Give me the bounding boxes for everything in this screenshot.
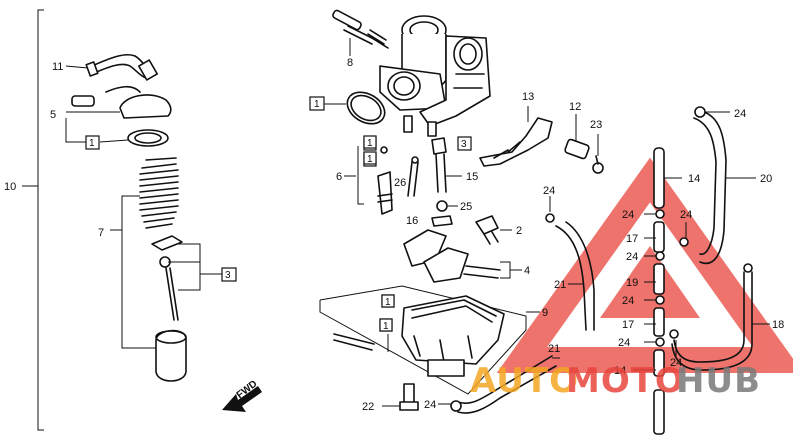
callout-box-1b: 1 [309,96,325,111]
callout-labels: 10 11 5 7 1 3 8 1 13 12 23 24 20 1 1 6 2… [4,57,784,413]
callout-box-1e: 1 [379,318,393,332]
part-24-clip-left [545,196,555,223]
callout-24d: 24 [680,209,692,221]
part-18-hose [671,263,770,371]
svg-text:1: 1 [314,99,320,110]
svg-text:1: 1 [89,138,95,149]
callout-21b: 21 [548,343,560,355]
part-12-idle-screw [564,114,590,160]
callout-24f: 24 [622,295,634,307]
callout-17b: 17 [622,319,634,331]
svg-text:HUB: HUB [676,361,761,401]
svg-text:1: 1 [367,138,373,149]
part-9-float-bowl-outline [319,285,540,395]
callout-box-3a: 3 [221,267,237,282]
callout-4: 4 [524,265,530,277]
part-25-main-jet [436,200,458,212]
callout-17a: 17 [626,233,638,245]
callout-box-3b: 3 [457,136,472,151]
callout-15: 15 [466,171,478,183]
part-20-long-hose [693,111,756,265]
svg-text:1: 1 [367,154,373,165]
callout-box-1c2: 1 [363,151,377,165]
part-8-throttle-stop-screw [332,9,389,56]
callout-6: 6 [336,171,342,183]
callout-16: 16 [406,215,418,227]
part-13-bracket [479,106,553,167]
part-2-float-valve [475,215,512,245]
callout-14b: 14 [614,365,626,377]
part-15-needle-jet [431,137,462,193]
callout-25: 25 [460,201,472,213]
callout-26: 26 [394,177,406,189]
part-7-throttle-spring [139,157,179,229]
part-17-tube-joints [634,209,665,435]
svg-text:1: 1 [385,297,391,308]
part-7-slide [110,195,187,382]
callout-19: 19 [626,277,638,289]
watermark-logo [496,157,793,373]
carburetor-body [379,15,491,137]
part-3-needle-clip [151,235,222,321]
callout-box-1c: 1 [363,135,377,149]
callout-box-1d: 1 [381,294,395,308]
callout-10: 10 [4,181,16,193]
part-26-jet [407,156,419,197]
callout-24e: 24 [626,251,638,263]
callout-24b: 24 [543,185,555,197]
callout-12: 12 [569,101,581,113]
callout-23: 23 [590,119,602,131]
callout-24j: 24 [424,399,436,411]
callout-24c: 24 [622,209,634,221]
callout-2: 2 [516,225,522,237]
part-22-drain-screw [382,383,419,411]
watermark-text: AUTO MOTO HUB [470,361,761,401]
callout-21a: 21 [554,279,566,291]
part-11-vent-hose [65,53,158,81]
callout-11: 11 [52,61,63,73]
part-6-pilot-screw [344,137,393,215]
part-24-clip-lower [669,329,679,356]
callout-9: 9 [542,307,548,319]
part-5-top-cap [66,85,172,119]
callout-7: 7 [98,227,104,239]
callout-5: 5 [50,109,56,121]
part-9-float-bowl [333,295,505,377]
callout-20: 20 [760,173,772,185]
callout-box-1a: 1 [85,135,100,150]
part-16-washer [431,215,453,227]
callout-13: 13 [522,91,534,103]
callout-14a: 14 [688,173,700,185]
part-1-gasket-top [65,118,169,147]
callout-24h: 24 [618,337,630,349]
callout-24a: 24 [734,108,746,120]
callout-18: 18 [772,319,784,331]
svg-text:AUTO: AUTO [470,361,579,401]
svg-text:3: 3 [461,139,467,150]
part-14-tube-upper [653,147,682,209]
svg-text:MOTO: MOTO [566,361,685,401]
svg-text:3: 3 [225,270,231,281]
callout-22: 22 [362,401,374,413]
part-24-clip-mid [679,222,689,247]
callout-24i: 24 [670,357,682,369]
callout-8: 8 [347,57,353,69]
part-4-float [403,229,522,283]
part-23-screw [592,134,604,174]
part-1-oring-body [324,91,386,125]
svg-text:1: 1 [383,321,389,332]
part-24-clip-top [694,106,730,118]
part-21-hose [555,221,595,331]
fwd-arrow-icon [222,386,262,412]
part-hose-drain [438,355,557,414]
left-bracket [22,9,44,431]
